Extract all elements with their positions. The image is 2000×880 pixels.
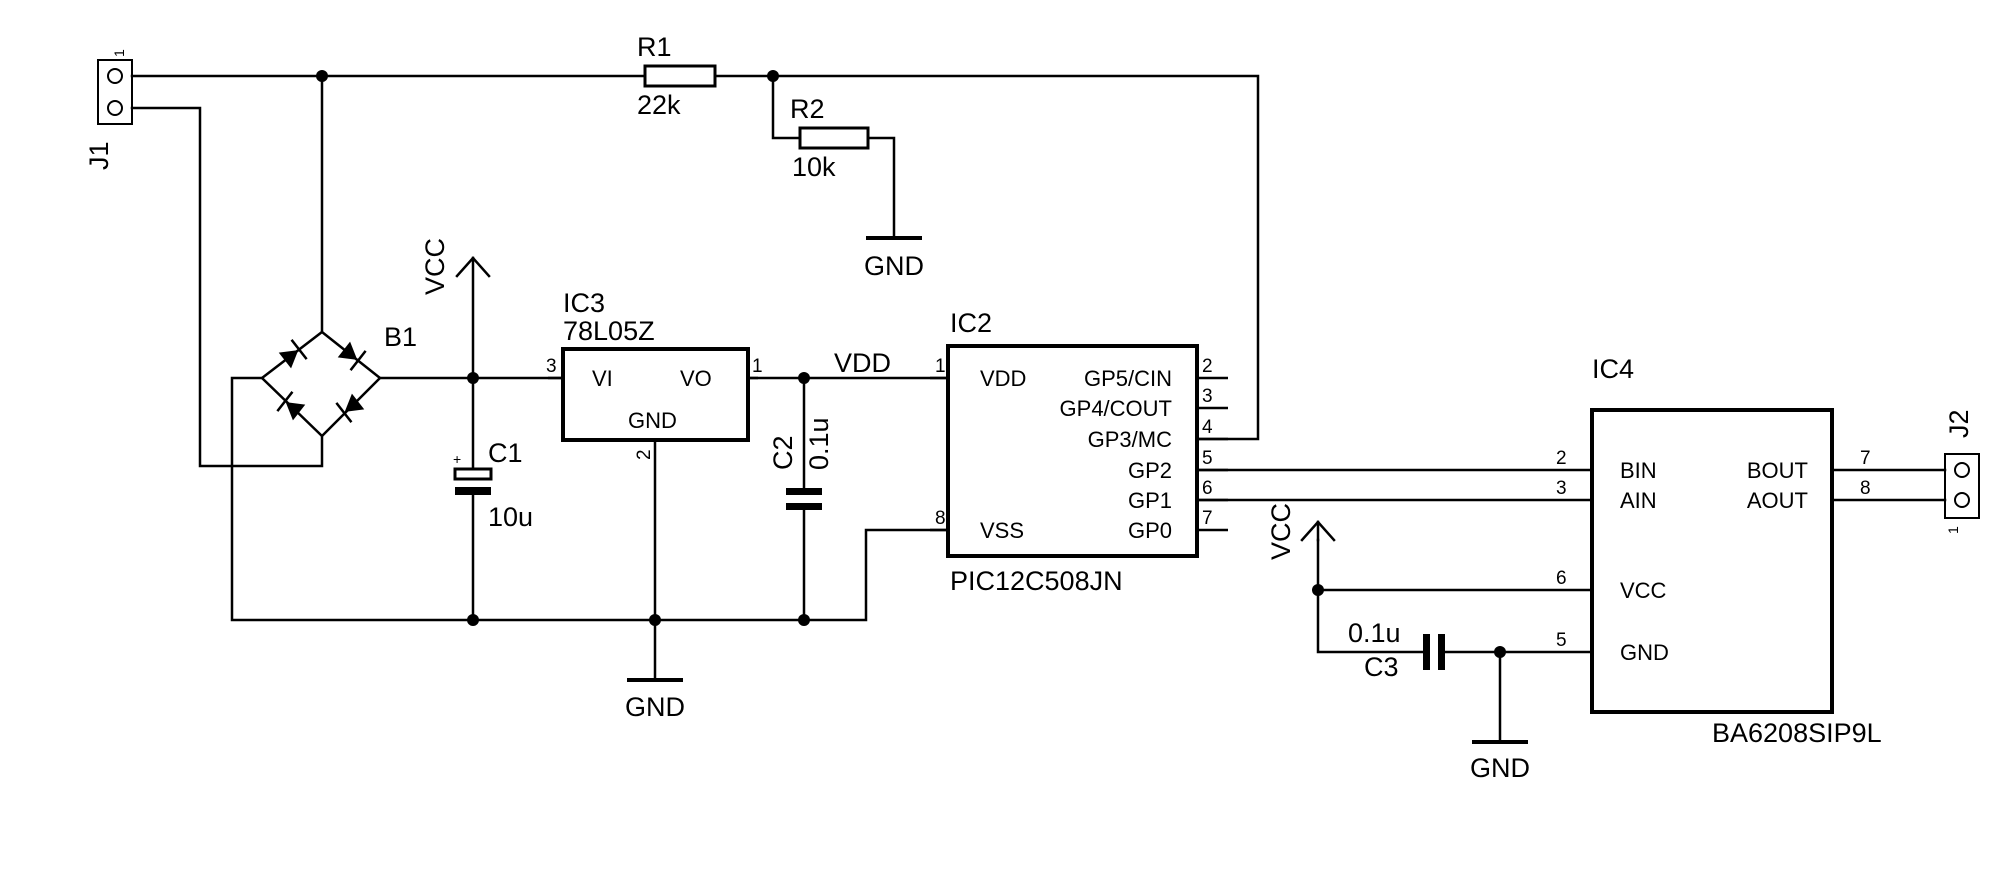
ic2-pin-num: 2 xyxy=(1202,356,1213,377)
ic2-pin-gp3: GP3/MC xyxy=(1088,427,1172,452)
ic4-pin-num: 7 xyxy=(1860,448,1871,469)
gnd-main-label: GND xyxy=(625,692,685,722)
ic3-pin-vi: VI xyxy=(592,366,613,391)
ic4-value: BA6208SIP9L xyxy=(1712,718,1882,748)
capacitor-c3: 0.1u C3 xyxy=(1348,618,1445,682)
ic2-pin-num: 7 xyxy=(1202,508,1213,529)
ic4-ref: IC4 xyxy=(1592,354,1634,384)
capacitor-c2: C2 0.1u xyxy=(768,417,834,510)
gnd-r2-label: GND xyxy=(864,251,924,281)
c1-ref: C1 xyxy=(488,438,523,468)
r1-ref: R1 xyxy=(637,32,672,62)
regulator-ic3: IC3 78L05Z 3 1 2 VI VO GND xyxy=(546,288,763,460)
junction-dots xyxy=(316,70,1506,658)
microcontroller-ic2: IC2 PIC12C508JN 1 8 VDD VSS 2 3 4 5 6 7 … xyxy=(930,308,1228,596)
c1-polarity: + xyxy=(453,451,461,467)
j1-ref: J1 xyxy=(84,141,114,170)
r1-value: 22k xyxy=(637,90,681,120)
junction-dot xyxy=(1494,646,1506,658)
ic2-ref: IC2 xyxy=(950,308,992,338)
vcc-main-label: VCC xyxy=(420,238,450,295)
ic2-pin-num: 8 xyxy=(935,508,946,529)
ic3-value: 78L05Z xyxy=(563,316,655,346)
ic3-pin-num: 1 xyxy=(752,356,763,377)
ic4-pin-bout: BOUT xyxy=(1747,458,1808,483)
motor-driver-ic4: IC4 BA6208SIP9L 2 3 6 5 BIN AIN VCC GND … xyxy=(1556,354,1882,748)
j2-ref: J2 xyxy=(1944,409,1974,438)
r2-value: 10k xyxy=(792,152,836,182)
bridge-rectifier-b1: B1 xyxy=(260,322,417,438)
junction-dot xyxy=(649,614,661,626)
ic2-pin-num: 5 xyxy=(1202,448,1213,469)
c2-ref: C2 xyxy=(768,435,798,470)
resistor-r2: R2 10k xyxy=(790,94,870,182)
c2-value: 0.1u xyxy=(804,417,834,470)
ground-symbol: GND xyxy=(864,236,924,281)
vcc-arrow-symbol: VCC xyxy=(420,238,491,295)
ic4-pin-num: 8 xyxy=(1860,478,1871,499)
ground-symbol: GND xyxy=(1470,740,1530,783)
ground-symbol: GND xyxy=(625,678,685,722)
ic2-pin-gp2: GP2 xyxy=(1128,458,1172,483)
j1-pin1-label: 1 xyxy=(111,49,127,57)
ic4-pin-num: 6 xyxy=(1556,568,1567,589)
ic2-pin-gp1: GP1 xyxy=(1128,488,1172,513)
ic2-pin-gp0: GP0 xyxy=(1128,518,1172,543)
ic2-pin-vdd: VDD xyxy=(980,366,1026,391)
ic3-pin-vo: VO xyxy=(680,366,712,391)
r2-ref: R2 xyxy=(790,94,825,124)
ic3-ref: IC3 xyxy=(563,288,605,318)
ic4-pin-num: 3 xyxy=(1556,478,1567,499)
junction-dot xyxy=(767,70,779,82)
ic2-pin-gp4: GP4/COUT xyxy=(1060,396,1172,421)
ic4-pin-num: 5 xyxy=(1556,630,1567,651)
ic4-pin-bin: BIN xyxy=(1620,458,1657,483)
ic4-pin-vcc: VCC xyxy=(1620,578,1667,603)
vcc-ic4-label: VCC xyxy=(1266,503,1296,560)
c3-value: 0.1u xyxy=(1348,618,1401,648)
ic2-pin-num: 1 xyxy=(935,356,946,377)
gnd-c3-label: GND xyxy=(1470,753,1530,783)
connector-j2: J2 1 xyxy=(1944,409,1980,534)
c3-ref: C3 xyxy=(1364,652,1399,682)
ic4-pin-gnd: GND xyxy=(1620,640,1669,665)
ic2-pin-num: 4 xyxy=(1202,417,1213,438)
ic3-pin-num: 3 xyxy=(546,356,557,377)
ic4-pin-aout: AOUT xyxy=(1747,488,1808,513)
resistor-r1: R1 22k xyxy=(637,32,717,120)
ic3-pin-num: 2 xyxy=(634,449,655,460)
connector-j1: 1 J1 xyxy=(84,49,133,170)
junction-dot xyxy=(467,372,479,384)
ic2-pin-vss: VSS xyxy=(980,518,1024,543)
ic2-pin-num: 6 xyxy=(1202,478,1213,499)
junction-dot xyxy=(316,70,328,82)
junction-dot xyxy=(798,614,810,626)
vcc-arrow-symbol: VCC xyxy=(1266,503,1336,560)
b1-ref: B1 xyxy=(384,322,417,352)
j2-pin1-label: 1 xyxy=(1945,526,1961,534)
ic4-pin-num: 2 xyxy=(1556,448,1567,469)
capacitor-c1: + C1 10u xyxy=(453,438,533,532)
ic2-value: PIC12C508JN xyxy=(950,566,1123,596)
ic2-pin-num: 3 xyxy=(1202,386,1213,407)
junction-dot xyxy=(1312,584,1324,596)
c1-value: 10u xyxy=(488,502,533,532)
ic4-pin-ain: AIN xyxy=(1620,488,1657,513)
junction-dot xyxy=(798,372,810,384)
vdd-net-label: VDD xyxy=(834,348,891,378)
junction-dot xyxy=(467,614,479,626)
ic2-pin-gp5: GP5/CIN xyxy=(1084,366,1172,391)
ic3-pin-gnd: GND xyxy=(628,408,677,433)
